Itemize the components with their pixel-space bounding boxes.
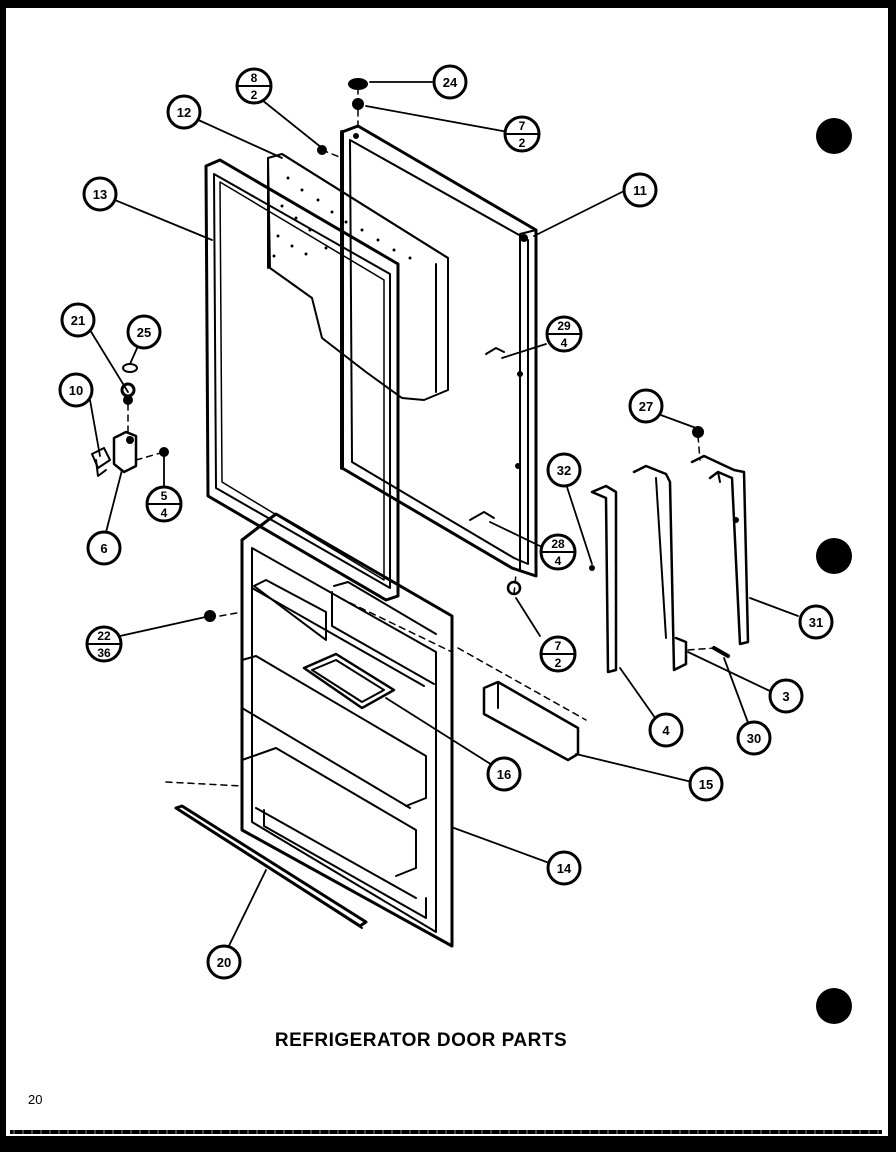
leader-lines	[89, 81, 799, 957]
callout-25-label: 25	[137, 325, 151, 340]
callout-11-label: 11	[633, 183, 647, 198]
callout-4	[648, 712, 684, 748]
scan-edge-noise	[10, 1130, 882, 1134]
assembly-dash-lines	[127, 87, 715, 787]
callout-15	[688, 766, 724, 802]
fraction-5-4-top: 5	[161, 489, 168, 503]
callout-13-label: 13	[93, 187, 107, 202]
punch-hole-middle	[816, 538, 852, 574]
fraction-7-2-bottom-top: 7	[555, 639, 562, 653]
door-gasket	[204, 158, 400, 602]
callout-16	[486, 756, 522, 792]
callout-27	[628, 388, 664, 424]
callout-20	[206, 944, 242, 980]
fraction-28-4-top: 28	[551, 537, 565, 551]
callout-20-label: 20	[217, 955, 231, 970]
inner-door-liner	[240, 512, 454, 948]
hinge-hardware	[91, 78, 730, 658]
bottom-trim-strip	[174, 804, 368, 929]
callout-15-label: 15	[699, 777, 713, 792]
diagram-page: 12 13 24 11 21 25 10 6 27 32 31 3 4 30 1…	[6, 8, 888, 1136]
fraction-7-2-top-bottom: 2	[519, 136, 526, 150]
callout-31-label: 31	[809, 615, 823, 630]
callout-13	[82, 176, 118, 212]
fraction-28-4-bottom: 4	[555, 554, 562, 568]
callout-11	[622, 172, 658, 208]
callout-6-label: 6	[100, 541, 107, 556]
callout-10	[58, 372, 94, 408]
page-number: 20	[28, 1092, 43, 1107]
callout-6	[86, 530, 122, 566]
callout-31	[798, 604, 834, 640]
callout-30-label: 30	[747, 731, 761, 746]
fraction-29-4-bottom: 4	[561, 336, 568, 350]
fraction-22-36-bottom: 36	[97, 646, 111, 660]
punch-hole-bottom	[816, 988, 852, 1024]
fraction-7-2-top-top: 7	[519, 119, 526, 133]
shelf-rail	[482, 680, 580, 762]
callout-30	[736, 720, 772, 756]
callout-32	[546, 452, 582, 488]
callout-4-label: 4	[662, 723, 670, 738]
callout-3	[768, 678, 804, 714]
callout-32-label: 32	[557, 463, 571, 478]
callout-12	[166, 94, 202, 130]
callout-21	[60, 302, 96, 338]
fraction-29-4-top: 29	[557, 319, 571, 333]
diagram-title: REFRIGERATOR DOOR PARTS	[274, 1030, 568, 1051]
callout-16-label: 16	[497, 767, 511, 782]
callout-12-label: 12	[177, 105, 191, 120]
fraction-8-2-top: 8	[251, 71, 258, 85]
callout-25	[126, 314, 162, 350]
callout-10-label: 10	[69, 383, 83, 398]
fraction-5-4-bottom: 4	[161, 506, 168, 520]
callout-14-label: 14	[557, 861, 572, 876]
callout-14	[546, 850, 582, 886]
hinge-brackets	[590, 454, 750, 674]
outer-door-panel	[340, 124, 538, 578]
fraction-7-2-bottom-bottom: 2	[555, 656, 562, 670]
callout-21-label: 21	[71, 313, 85, 328]
callout-24-label: 24	[443, 75, 458, 90]
exploded-parts-diagram: 12 13 24 11 21 25 10 6 27 32 31 3 4 30 1…	[58, 64, 834, 980]
callout-24	[432, 64, 468, 100]
punch-hole-top	[816, 118, 852, 154]
callout-27-label: 27	[639, 399, 653, 414]
fraction-22-36-top: 22	[97, 629, 111, 643]
door-liner-insulation	[267, 153, 449, 401]
door-tray	[302, 652, 396, 710]
fraction-8-2-bottom: 2	[251, 88, 258, 102]
callout-3-label: 3	[782, 689, 789, 704]
